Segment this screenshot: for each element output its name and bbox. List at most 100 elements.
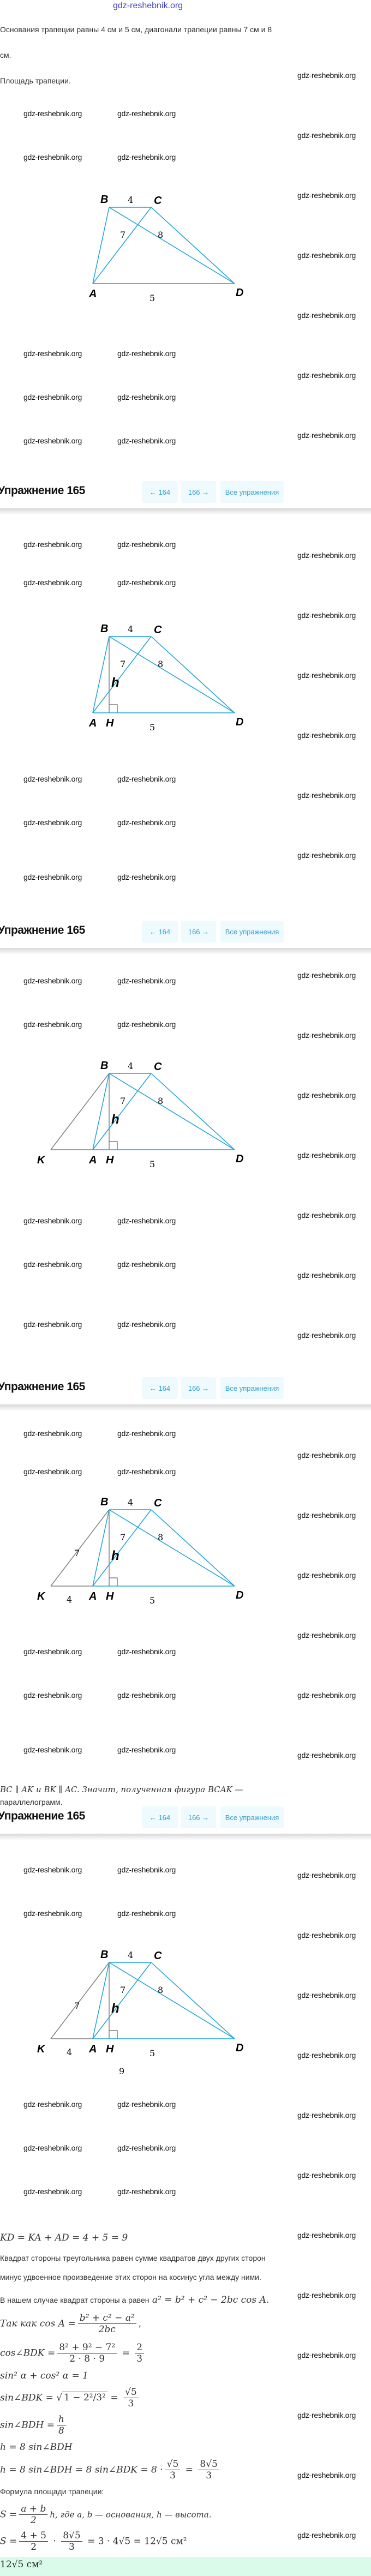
label-bd-length: 8 xyxy=(158,1532,163,1542)
area-formula-title: Формула площади трапеции: xyxy=(0,2487,104,2496)
watermark-text: gdz-reshebnik.org xyxy=(23,109,82,118)
next-exercise-button[interactable]: 166 → xyxy=(181,481,216,503)
watermark-text: gdz-reshebnik.org xyxy=(297,2051,356,2059)
watermark-text: gdz-reshebnik.org xyxy=(23,774,82,783)
label-bc-length: 4 xyxy=(128,1061,133,1071)
trig-identity: sin² α + cos² α = 1 xyxy=(0,2370,88,2381)
watermark-text: gdz-reshebnik.org xyxy=(117,1260,176,1269)
watermark-text: gdz-reshebnik.org xyxy=(117,436,176,445)
label-ac-length: 7 xyxy=(120,1096,125,1106)
all-exercises-button[interactable]: Все упражнения xyxy=(220,481,284,503)
diagonal-bd xyxy=(109,1962,235,2039)
watermark-text: gdz-reshebnik.org xyxy=(297,1991,356,1999)
label-bd-length: 8 xyxy=(158,659,163,669)
label-b: B xyxy=(100,1060,108,1072)
side-cd xyxy=(151,1962,235,2039)
diagonal-bd xyxy=(109,207,235,284)
all-exercises-button[interactable]: Все упражнения xyxy=(220,921,284,942)
side-ab xyxy=(92,1073,110,1150)
watermark-text: gdz-reshebnik.org xyxy=(297,1211,356,1220)
watermark-text: gdz-reshebnik.org xyxy=(297,2111,356,2119)
watermark-text: gdz-reshebnik.org xyxy=(297,1871,356,1880)
prev-exercise-button[interactable]: ← 164 xyxy=(142,481,178,503)
watermark-text: gdz-reshebnik.org xyxy=(117,349,176,358)
label-ac-length: 7 xyxy=(120,659,125,669)
label-a: A xyxy=(88,1590,97,1602)
site-logo: gdz-reshebnik.org xyxy=(113,1,183,10)
label-bc-length: 4 xyxy=(128,1950,133,1960)
watermark-text: gdz-reshebnik.org xyxy=(297,1571,356,1580)
watermark-text: gdz-reshebnik.org xyxy=(297,791,356,800)
watermark-text: gdz-reshebnik.org xyxy=(23,2100,82,2109)
watermark-text: gdz-reshebnik.org xyxy=(117,578,176,587)
label-h-foot: H xyxy=(106,717,114,729)
side-cd xyxy=(151,207,235,284)
prev-exercise-button[interactable]: ← 164 xyxy=(142,1377,178,1399)
watermark-text: gdz-reshebnik.org xyxy=(297,1931,356,1939)
right-angle-mark xyxy=(109,2030,118,2039)
watermark-text: gdz-reshebnik.org xyxy=(117,1647,176,1656)
prev-exercise-button[interactable]: ← 164 xyxy=(142,921,178,942)
all-exercises-button[interactable]: Все упражнения xyxy=(220,1377,284,1399)
exercise-title: Упражнение 165 xyxy=(0,1810,85,1822)
label-b: B xyxy=(100,194,108,206)
diagonal-ac xyxy=(92,636,152,713)
all-exercises-button[interactable]: Все упражнения xyxy=(220,1806,284,1828)
problem-text-cont: см. xyxy=(0,51,11,59)
label-b: B xyxy=(100,1496,108,1508)
label-a: A xyxy=(88,717,97,729)
watermark-text: gdz-reshebnik.org xyxy=(23,1745,82,1754)
watermark-text: gdz-reshebnik.org xyxy=(117,153,176,161)
side-cd xyxy=(151,1509,235,1587)
watermark-text: gdz-reshebnik.org xyxy=(117,1467,176,1476)
prev-exercise-button[interactable]: ← 164 xyxy=(142,1806,178,1828)
watermark-text: gdz-reshebnik.org xyxy=(297,1271,356,1280)
watermark-text: gdz-reshebnik.org xyxy=(297,2471,356,2479)
watermark-text: gdz-reshebnik.org xyxy=(23,1020,82,1029)
watermark-text: gdz-reshebnik.org xyxy=(23,349,82,358)
law-formula: a² = b² + c² − 2bc cos A. xyxy=(152,2295,270,2305)
watermark-text: gdz-reshebnik.org xyxy=(23,1865,82,1874)
watermark-text: gdz-reshebnik.org xyxy=(23,1467,82,1476)
answer-box: 12√5 см² xyxy=(0,2557,371,2576)
watermark-text: gdz-reshebnik.org xyxy=(297,2171,356,2179)
watermark-text: gdz-reshebnik.org xyxy=(117,540,176,549)
label-d: D xyxy=(236,2042,243,2054)
label-height: h xyxy=(111,1548,119,1563)
next-exercise-button[interactable]: 166 → xyxy=(181,1806,216,1828)
diagonal-ac xyxy=(92,1073,152,1150)
label-a: A xyxy=(88,288,97,300)
watermark-text: gdz-reshebnik.org xyxy=(117,2143,176,2152)
parallelogram-text-cont: параллелограмм. xyxy=(0,1798,63,1806)
label-height: h xyxy=(111,2001,119,2016)
watermark-text: gdz-reshebnik.org xyxy=(297,131,356,140)
label-bd-length: 8 xyxy=(158,230,163,240)
watermark-text: gdz-reshebnik.org xyxy=(117,818,176,827)
kd-equation: KD = KA + AD = 4 + 5 = 9 xyxy=(0,2232,128,2243)
label-ad-length: 5 xyxy=(149,722,155,732)
law-text: В нашем случае квадрат стороны a равен xyxy=(0,2296,149,2304)
diagonal-bd xyxy=(109,636,235,713)
label-c: C xyxy=(154,195,162,207)
watermark-text: gdz-reshebnik.org xyxy=(297,671,356,680)
watermark-text: gdz-reshebnik.org xyxy=(23,153,82,161)
watermark-text: gdz-reshebnik.org xyxy=(297,371,356,380)
label-ad-length: 5 xyxy=(149,293,155,303)
label-h-foot: H xyxy=(106,2043,114,2055)
label-d: D xyxy=(236,716,243,728)
watermark-text: gdz-reshebnik.org xyxy=(23,1909,82,1918)
watermark-text: gdz-reshebnik.org xyxy=(297,2411,356,2419)
label-ac-length: 7 xyxy=(120,1532,125,1542)
label-c: C xyxy=(154,624,162,636)
side-ab xyxy=(92,1509,110,1587)
next-exercise-button[interactable]: 166 → xyxy=(181,921,216,942)
label-b: B xyxy=(100,623,108,635)
next-exercise-button[interactable]: 166 → xyxy=(181,1377,216,1399)
